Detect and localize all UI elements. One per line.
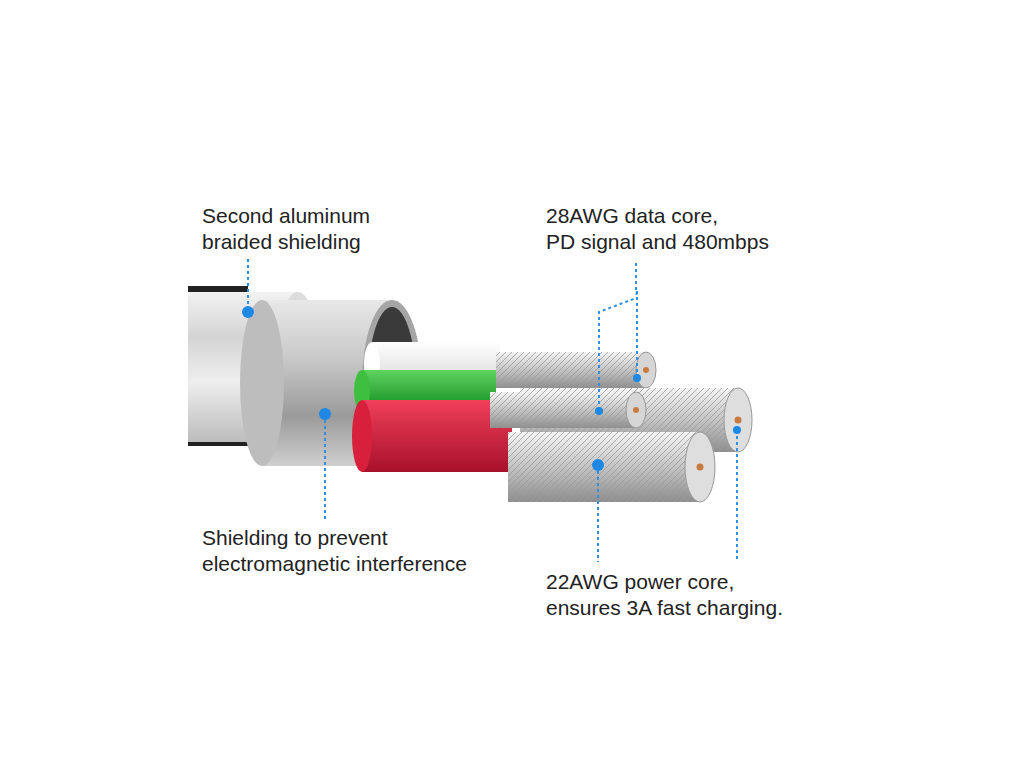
label-line: Second aluminum [202,203,376,229]
label-line: Shielding to prevent [202,525,467,551]
label-line: electromagnetic interference [202,551,467,577]
callout-label: 22AWG power core, ensures 3A fast chargi… [546,569,783,621]
label-line: 28AWG data core, [546,203,769,229]
label-line: ensures 3A fast charging. [546,595,783,621]
callout-label: Second aluminum braided shielding [202,203,376,255]
callout-label: 28AWG data core, PD signal and 480mbps [546,203,769,255]
label-line: PD signal and 480mbps [546,229,769,255]
label-line: 22AWG power core, [546,569,783,595]
label-line: braided shielding [202,229,376,255]
callout-label: Shielding to prevent electromagnetic int… [202,525,467,577]
